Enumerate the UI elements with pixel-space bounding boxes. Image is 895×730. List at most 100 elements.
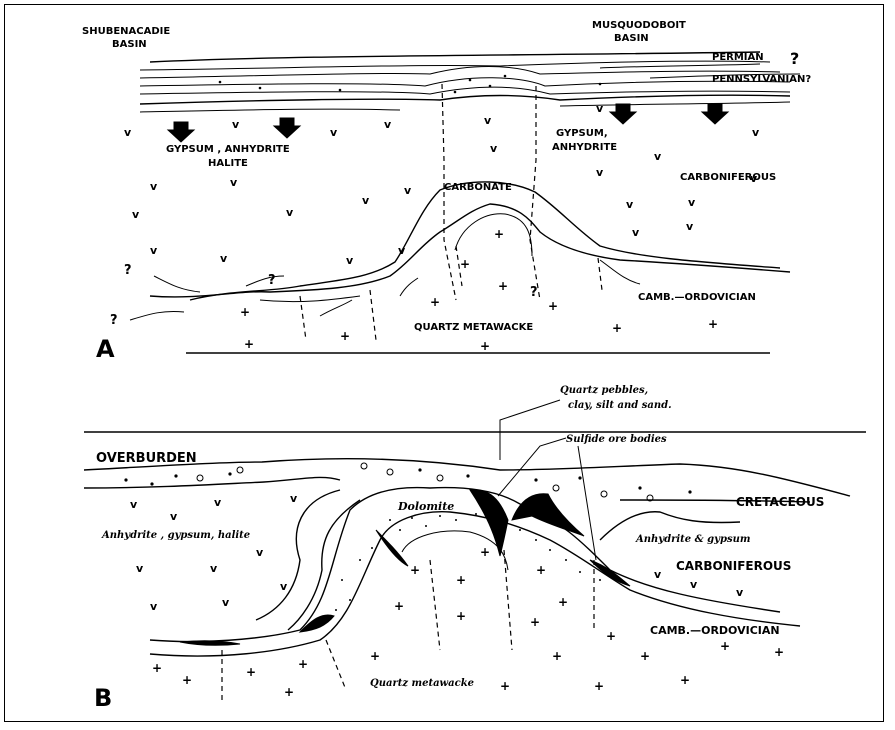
svg-text:+: + (500, 679, 510, 693)
svg-text:+: + (298, 657, 308, 671)
svg-text:v: v (136, 562, 144, 575)
svg-text:v: v (150, 244, 158, 257)
svg-text:+: + (240, 305, 250, 319)
svg-text:v: v (230, 176, 238, 189)
svg-text:+: + (494, 227, 504, 241)
permian-label: PERMIAN (712, 52, 764, 63)
svg-text:v: v (752, 126, 760, 139)
anhydrite-gypsum-halite-label: Anhydrite , gypsum, halite (101, 530, 250, 541)
sulfide-ore-bodies (180, 490, 630, 646)
svg-text:+: + (480, 545, 490, 559)
svg-text:v: v (384, 118, 392, 131)
question-mark-3: ? (268, 273, 276, 288)
panel-a-label: A (96, 335, 115, 363)
svg-text:+: + (612, 321, 622, 335)
svg-text:v: v (690, 578, 698, 591)
musquodoboit-label-1: MUSQUODOBOIT (592, 20, 686, 31)
quartz-pebbles-leader (500, 400, 560, 460)
svg-text:+: + (498, 279, 508, 293)
sulfide-leader-1 (498, 438, 566, 496)
svg-text:+: + (340, 329, 350, 343)
cretaceous-label: CRETACEOUS (736, 495, 824, 509)
svg-text:v: v (484, 114, 492, 127)
quartz-metawacke-label-b: Quartz metawacke (370, 678, 474, 689)
svg-text:+: + (552, 649, 562, 663)
svg-text:+: + (284, 685, 294, 699)
overburden-label: OVERBURDEN (96, 451, 197, 466)
svg-text:+: + (370, 649, 380, 663)
svg-text:+: + (456, 609, 466, 623)
svg-text:v: v (736, 586, 744, 599)
svg-text:v: v (688, 196, 696, 209)
svg-text:v: v (280, 580, 288, 593)
svg-text:v: v (170, 510, 178, 523)
svg-text:+: + (774, 645, 784, 659)
pennsylvanian-label: PENNSYLVANIAN? (712, 74, 811, 85)
sulfide-label: Sulfide ore bodies (566, 434, 667, 445)
svg-text:v: v (596, 102, 604, 115)
svg-text:v: v (286, 206, 294, 219)
svg-text:v: v (214, 496, 222, 509)
dolomite-label: Dolomite (397, 500, 454, 513)
svg-text:+: + (680, 673, 690, 687)
upper-strata (140, 52, 800, 112)
svg-text:+: + (558, 595, 568, 609)
svg-text:+: + (244, 337, 254, 351)
gypsum-anhydrite-right-1: GYPSUM, (556, 128, 608, 139)
svg-text:v: v (404, 184, 412, 197)
svg-text:v: v (686, 220, 694, 233)
gypsum-anhydrite-right-2: ANHYDRITE (552, 142, 617, 153)
migration-arrows-a (130, 260, 640, 320)
svg-text:v: v (220, 252, 228, 265)
svg-text:v: v (210, 562, 218, 575)
carboniferous-label-b: CARBONIFEROUS (676, 559, 791, 573)
svg-text:+: + (152, 661, 162, 675)
svg-text:v: v (150, 180, 158, 193)
panel-b: Quartz pebbles, clay, silt and sand. OVE… (84, 385, 866, 712)
svg-text:v: v (654, 150, 662, 163)
shubenacadie-label-2: BASIN (112, 39, 147, 50)
svg-text:+: + (456, 573, 466, 587)
svg-text:+: + (394, 599, 404, 613)
camb-ordovician-label-b: CAMB.—ORDOVICIAN (650, 624, 780, 637)
svg-text:v: v (150, 600, 158, 613)
svg-text:v: v (124, 126, 132, 139)
svg-text:+: + (594, 679, 604, 693)
svg-text:+: + (430, 295, 440, 309)
svg-text:v: v (132, 208, 140, 221)
svg-text:+: + (410, 563, 420, 577)
svg-text:v: v (330, 126, 338, 139)
musquodoboit-label-2: BASIN (614, 33, 649, 44)
svg-text:v: v (290, 492, 298, 505)
svg-text:v: v (654, 568, 662, 581)
svg-text:v: v (346, 254, 354, 267)
svg-text:+: + (708, 317, 718, 331)
panel-a: SHUBENACADIE BASIN MUSQUODOBOIT BASIN PE… (82, 20, 811, 363)
question-mark-1: ? (124, 263, 132, 278)
svg-text:v: v (596, 166, 604, 179)
svg-text:+: + (720, 639, 730, 653)
svg-text:v: v (362, 194, 370, 207)
svg-text:+: + (548, 299, 558, 313)
svg-text:v: v (130, 498, 138, 511)
gypsum-anhydrite-halite-2: HALITE (208, 158, 248, 169)
svg-text:+: + (530, 615, 540, 629)
anhydrite-gypsum-label: Anhydrite & gypsum (635, 534, 750, 545)
sulfide-leader-2 (578, 446, 596, 560)
svg-text:+: + (460, 257, 470, 271)
panel-b-label: B (94, 684, 112, 712)
svg-text:+: + (606, 629, 616, 643)
gypsum-anhydrite-halite-1: GYPSUM , ANHYDRITE (166, 144, 290, 155)
question-mark-4: ? (530, 285, 538, 300)
carbonate-label: CARBONATE (444, 182, 512, 193)
svg-text:+: + (536, 563, 546, 577)
svg-text:v: v (222, 596, 230, 609)
quartz-metawacke-label-a: QUARTZ METAWACKE (414, 322, 533, 333)
carboniferous-label-a: CARBONIFEROUS (680, 172, 776, 183)
question-mark-2: ? (110, 313, 118, 328)
svg-text:+: + (480, 339, 490, 353)
camb-ordovician-label-a: CAMB.—ORDOVICIAN (638, 292, 756, 303)
svg-text:v: v (626, 198, 634, 211)
